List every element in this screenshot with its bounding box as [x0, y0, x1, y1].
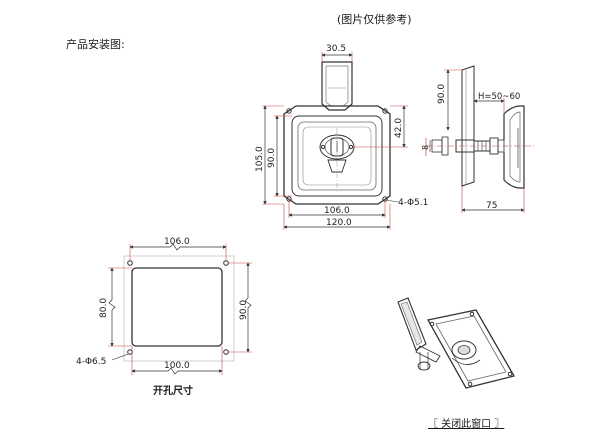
dim-small: 8: [421, 145, 430, 150]
isometric-view: [397, 297, 515, 389]
dim-side-height: 90.0: [437, 84, 447, 104]
front-handle: [321, 61, 353, 111]
cutout-view: [108, 243, 252, 375]
front-view: [262, 52, 408, 230]
dim-handle-offset: 42.0: [394, 118, 404, 138]
front-holes-spec: 4-Φ5.1: [398, 198, 428, 208]
dim-handle-width: 30.5: [326, 44, 346, 54]
installation-diagram-label: 产品安装图:: [66, 38, 125, 51]
dim-cutout-hole-spacing-y: 90.0: [239, 300, 249, 320]
dim-thickness-range: H=50~60: [478, 92, 520, 102]
cutout-holes-spec: 4-Φ6.5: [76, 357, 106, 367]
close-window-link[interactable]: 〖 关闭此窗口 〗: [428, 419, 505, 430]
cutout-caption: 开孔尺寸: [153, 386, 193, 397]
front-plate: [283, 105, 391, 205]
dim-inner-height: 90.0: [267, 148, 277, 168]
dim-outer-height: 105.0: [255, 146, 265, 172]
side-view: [425, 65, 536, 213]
dim-cutout-opening-height: 80.0: [99, 298, 109, 318]
dim-outer-width: 120.0: [326, 218, 352, 228]
dim-cutout-hole-spacing-x: 106.0: [164, 237, 190, 247]
dim-side-depth: 75: [486, 201, 497, 211]
dim-inner-width: 106.0: [324, 206, 350, 216]
reference-only-note: (图片仅供参考): [337, 13, 412, 26]
dim-cutout-opening-width: 100.0: [164, 361, 190, 371]
